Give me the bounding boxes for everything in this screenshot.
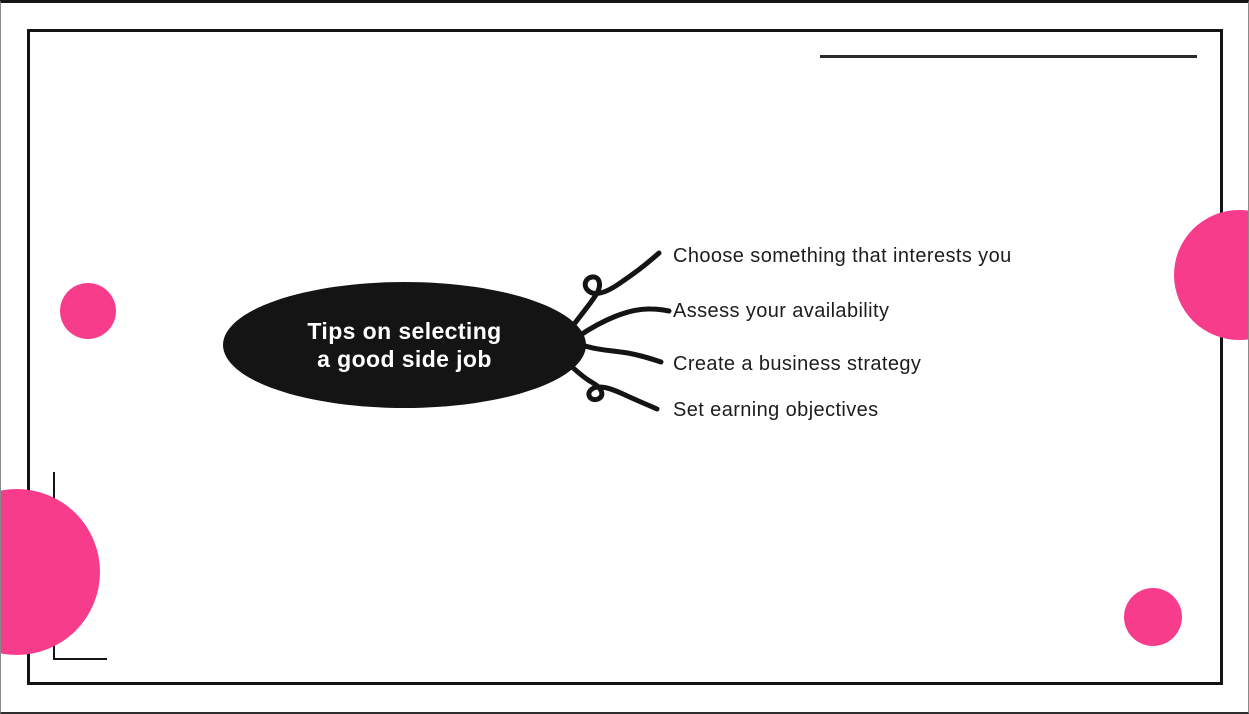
corner-bracket-horizontal [53,658,107,660]
central-topic-title-line2: a good side job [317,346,492,372]
branch-label-1: Choose something that interests you [673,245,1012,267]
branch-label-4: Set earning objectives [673,399,879,421]
pink-circle-bottom-right [1124,588,1182,646]
branch-label-2: Assess your availability [673,300,890,322]
branch-label-3: Create a business strategy [673,353,922,375]
central-topic-ellipse: Tips on selecting a good side job [223,282,586,408]
frame-border [27,29,1223,685]
top-right-rule [820,55,1197,58]
central-topic-title-line1: Tips on selecting [307,318,502,344]
pink-circle-middle-left [60,283,116,339]
